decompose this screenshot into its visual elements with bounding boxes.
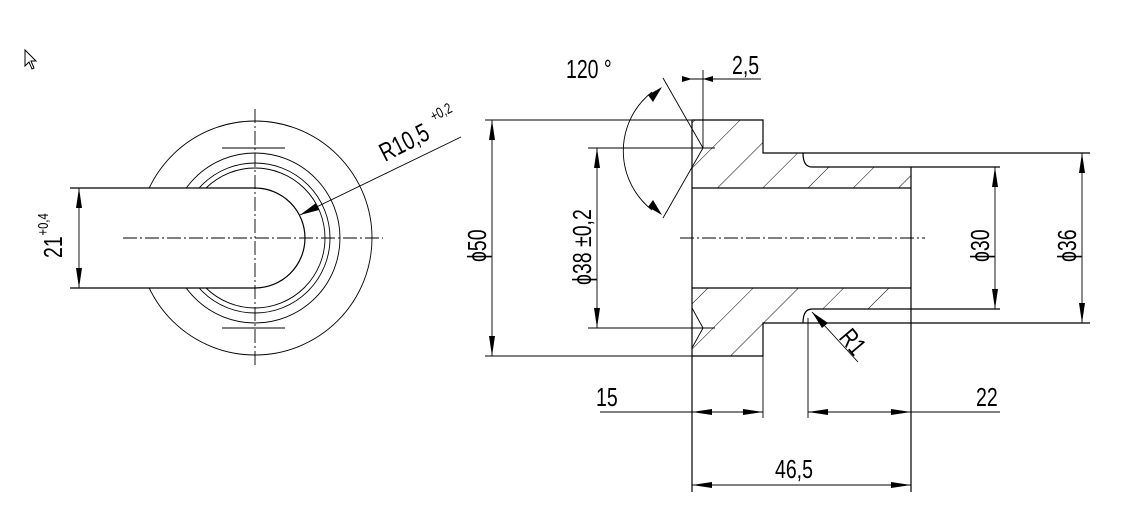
shaft-outer-diameter-label: ϕ36 bbox=[1052, 229, 1081, 262]
radius-label: R10,5 bbox=[374, 117, 434, 167]
fillet-label: R1 bbox=[834, 323, 873, 361]
outer-diameter-label: ϕ50 bbox=[462, 229, 491, 262]
slot-width-label: 21 bbox=[38, 236, 67, 258]
section-view: 120 ° 2,5 ϕ50 ϕ38 ±0,2 ϕ30 ϕ36 R1 15 2 bbox=[462, 50, 1090, 492]
side-view: 21 +0,4 R10,5 +0,2 bbox=[34, 99, 462, 367]
shaft-inner-diameter-label: ϕ30 bbox=[965, 229, 994, 262]
angle-label: 120 ° bbox=[566, 54, 612, 83]
slot-width-tolerance: +0,4 bbox=[34, 213, 51, 235]
mouse-cursor-icon bbox=[24, 48, 38, 70]
flange-length-label: 15 bbox=[596, 382, 618, 411]
radius-tolerance: +0,2 bbox=[427, 99, 454, 124]
total-length-label: 46,5 bbox=[775, 454, 813, 483]
bore-diameter-label: ϕ38 ±0,2 bbox=[567, 209, 596, 285]
shaft-length-label: 22 bbox=[976, 382, 998, 411]
chamfer-label: 2,5 bbox=[732, 50, 759, 79]
